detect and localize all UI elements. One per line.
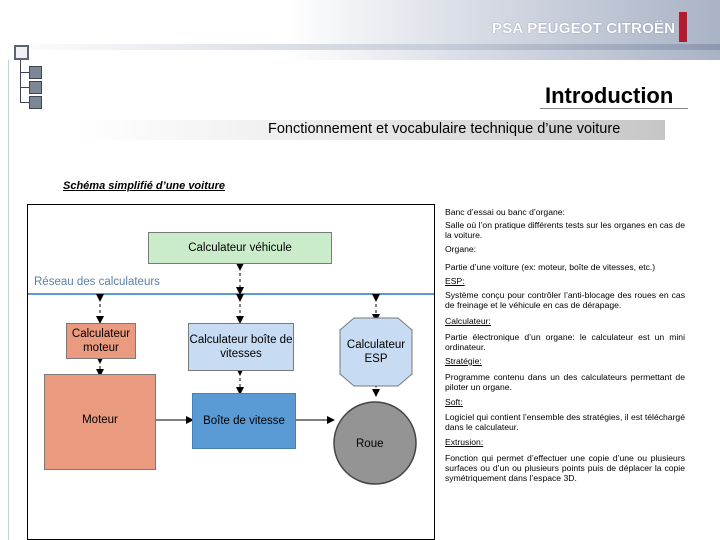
gloss-definition: Programme contenu dans un des calculateu… (445, 372, 685, 393)
network-label: Réseau des calculateurs (34, 276, 160, 288)
brand-logo-text: PSA PEUGEOT CITROËN (492, 20, 676, 37)
calc-vehicule-label: Calculateur véhicule (188, 241, 292, 254)
left-rail-line (8, 60, 9, 540)
boite-label: Boîte de vitesse (203, 414, 285, 427)
subtitle-bar (75, 120, 665, 140)
gloss-definition: Système conçu pour contrôler l’anti-bloc… (445, 290, 685, 311)
roue-label: Roue (356, 438, 384, 450)
calc-moteur-label: Calculateur moteur (71, 327, 131, 354)
nav-tree-branch (20, 87, 29, 88)
calc-esp-shape (339, 317, 413, 387)
gloss-definition: Fonction qui permet d’effectuer une copi… (445, 453, 685, 484)
calc-boite-box: Calculateur boîte de vitesses (188, 323, 294, 371)
boite-box: Boîte de vitesse (192, 393, 296, 449)
gloss-term: Extrusion: (445, 437, 484, 447)
slide-title: Introduction (545, 83, 674, 108)
gloss-term: ESP: (445, 276, 465, 286)
slide-subtitle: Fonctionnement et vocabulaire technique … (268, 121, 621, 137)
nav-tree-line (20, 60, 21, 103)
nav-root-square-icon[interactable] (14, 45, 29, 60)
gloss-definition: Partie d’une voiture (ex: moteur, boîte … (445, 262, 656, 272)
calc-moteur-box: Calculateur moteur (66, 323, 136, 359)
calc-esp-label: Calculateur ESP (346, 338, 406, 365)
nav-tree-branch (20, 102, 29, 103)
nav-item-square-icon[interactable] (29, 96, 42, 109)
gloss-definition: Salle où l’on pratique différents tests … (445, 220, 685, 241)
nav-item-square-icon[interactable] (29, 81, 42, 94)
calc-vehicule-box: Calculateur véhicule (148, 232, 332, 264)
gloss-term: Organe: (445, 244, 477, 254)
moteur-box: Moteur (44, 374, 156, 470)
schema-title: Schéma simplifié d’une voiture (63, 180, 225, 192)
calc-boite-label: Calculateur boîte de vitesses (189, 333, 293, 360)
calc-esp-box: Calculateur ESP (340, 318, 412, 386)
moteur-label: Moteur (82, 414, 118, 426)
header-banner (0, 0, 720, 60)
roue-circle (333, 401, 417, 485)
gloss-definition: Logiciel qui contient l’ensemble des str… (445, 412, 685, 433)
brand-mark-icon (679, 12, 687, 42)
nav-tree-branch (20, 72, 29, 73)
title-underline (540, 108, 688, 109)
gloss-term: Calculateur: (445, 316, 491, 326)
header-stripe (0, 44, 720, 50)
gloss-term: Soft: (445, 397, 463, 407)
nav-item-square-icon[interactable] (29, 66, 42, 79)
gloss-definition: Partie électronique d’un organe: le calc… (445, 332, 685, 353)
gloss-term: Stratégie: (445, 356, 482, 366)
gloss-term: Banc d’essai ou banc d’organe: (445, 207, 565, 217)
